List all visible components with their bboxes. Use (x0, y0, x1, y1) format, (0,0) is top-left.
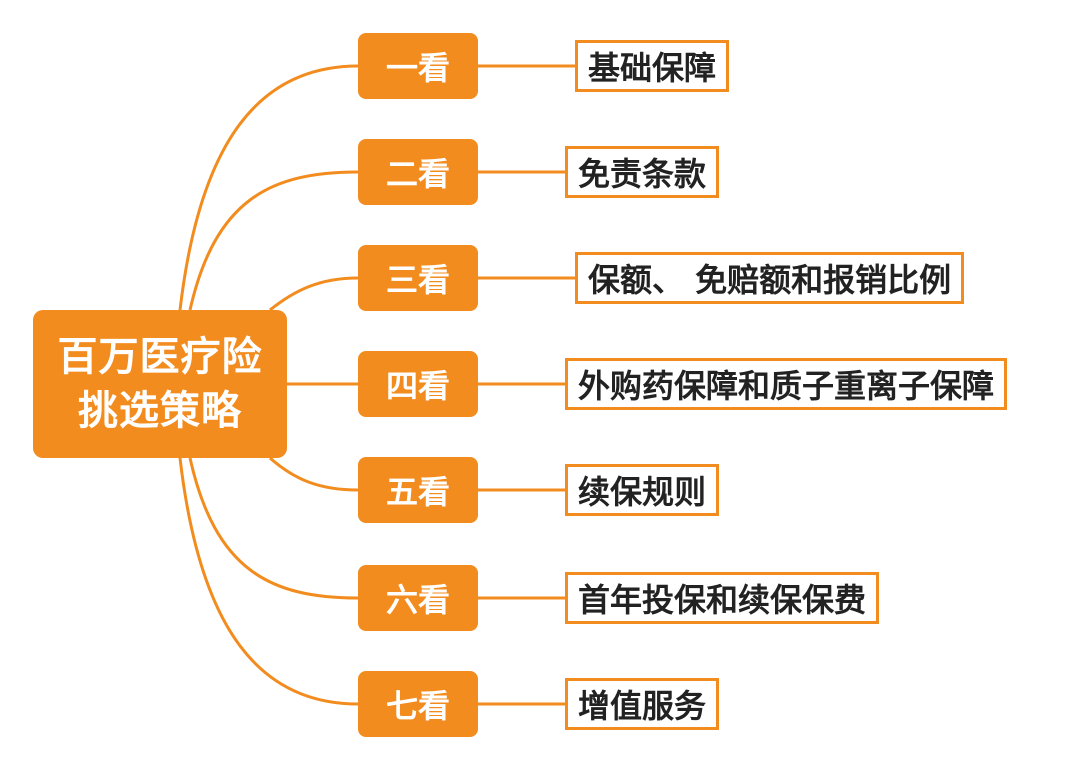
step-node-4: 四看 (358, 351, 478, 417)
root-title-line-2: 挑选策略 (78, 388, 242, 434)
step-node-5: 五看 (358, 457, 478, 523)
root-title-line-1: 百万医疗险 (57, 334, 263, 380)
leaf-node-1: 基础保障 (575, 40, 730, 92)
connector-root-step-2 (188, 170, 359, 311)
step-node-1: 一看 (358, 33, 478, 99)
step-node-2: 二看 (358, 139, 478, 205)
root-node: 百万医疗险 挑选策略 (33, 310, 287, 458)
connector-root-step-7 (178, 457, 359, 706)
connector-root-step-3 (269, 276, 359, 312)
connector-root-step-1 (178, 64, 359, 311)
connector-root-step-5 (269, 456, 359, 492)
leaf-node-3: 保额、 免赔额和报销比例 (575, 252, 965, 304)
leaf-node-4: 外购药保障和质子重离子保障 (565, 358, 1008, 410)
step-node-6: 六看 (358, 565, 478, 631)
leaf-node-2: 免责条款 (565, 146, 720, 198)
step-node-7: 七看 (358, 671, 478, 737)
step-node-3: 三看 (358, 245, 478, 311)
leaf-node-5: 续保规则 (565, 464, 720, 516)
leaf-node-7: 增值服务 (565, 678, 720, 730)
leaf-node-6: 首年投保和续保保费 (565, 572, 880, 624)
connector-root-step-6 (188, 457, 359, 600)
